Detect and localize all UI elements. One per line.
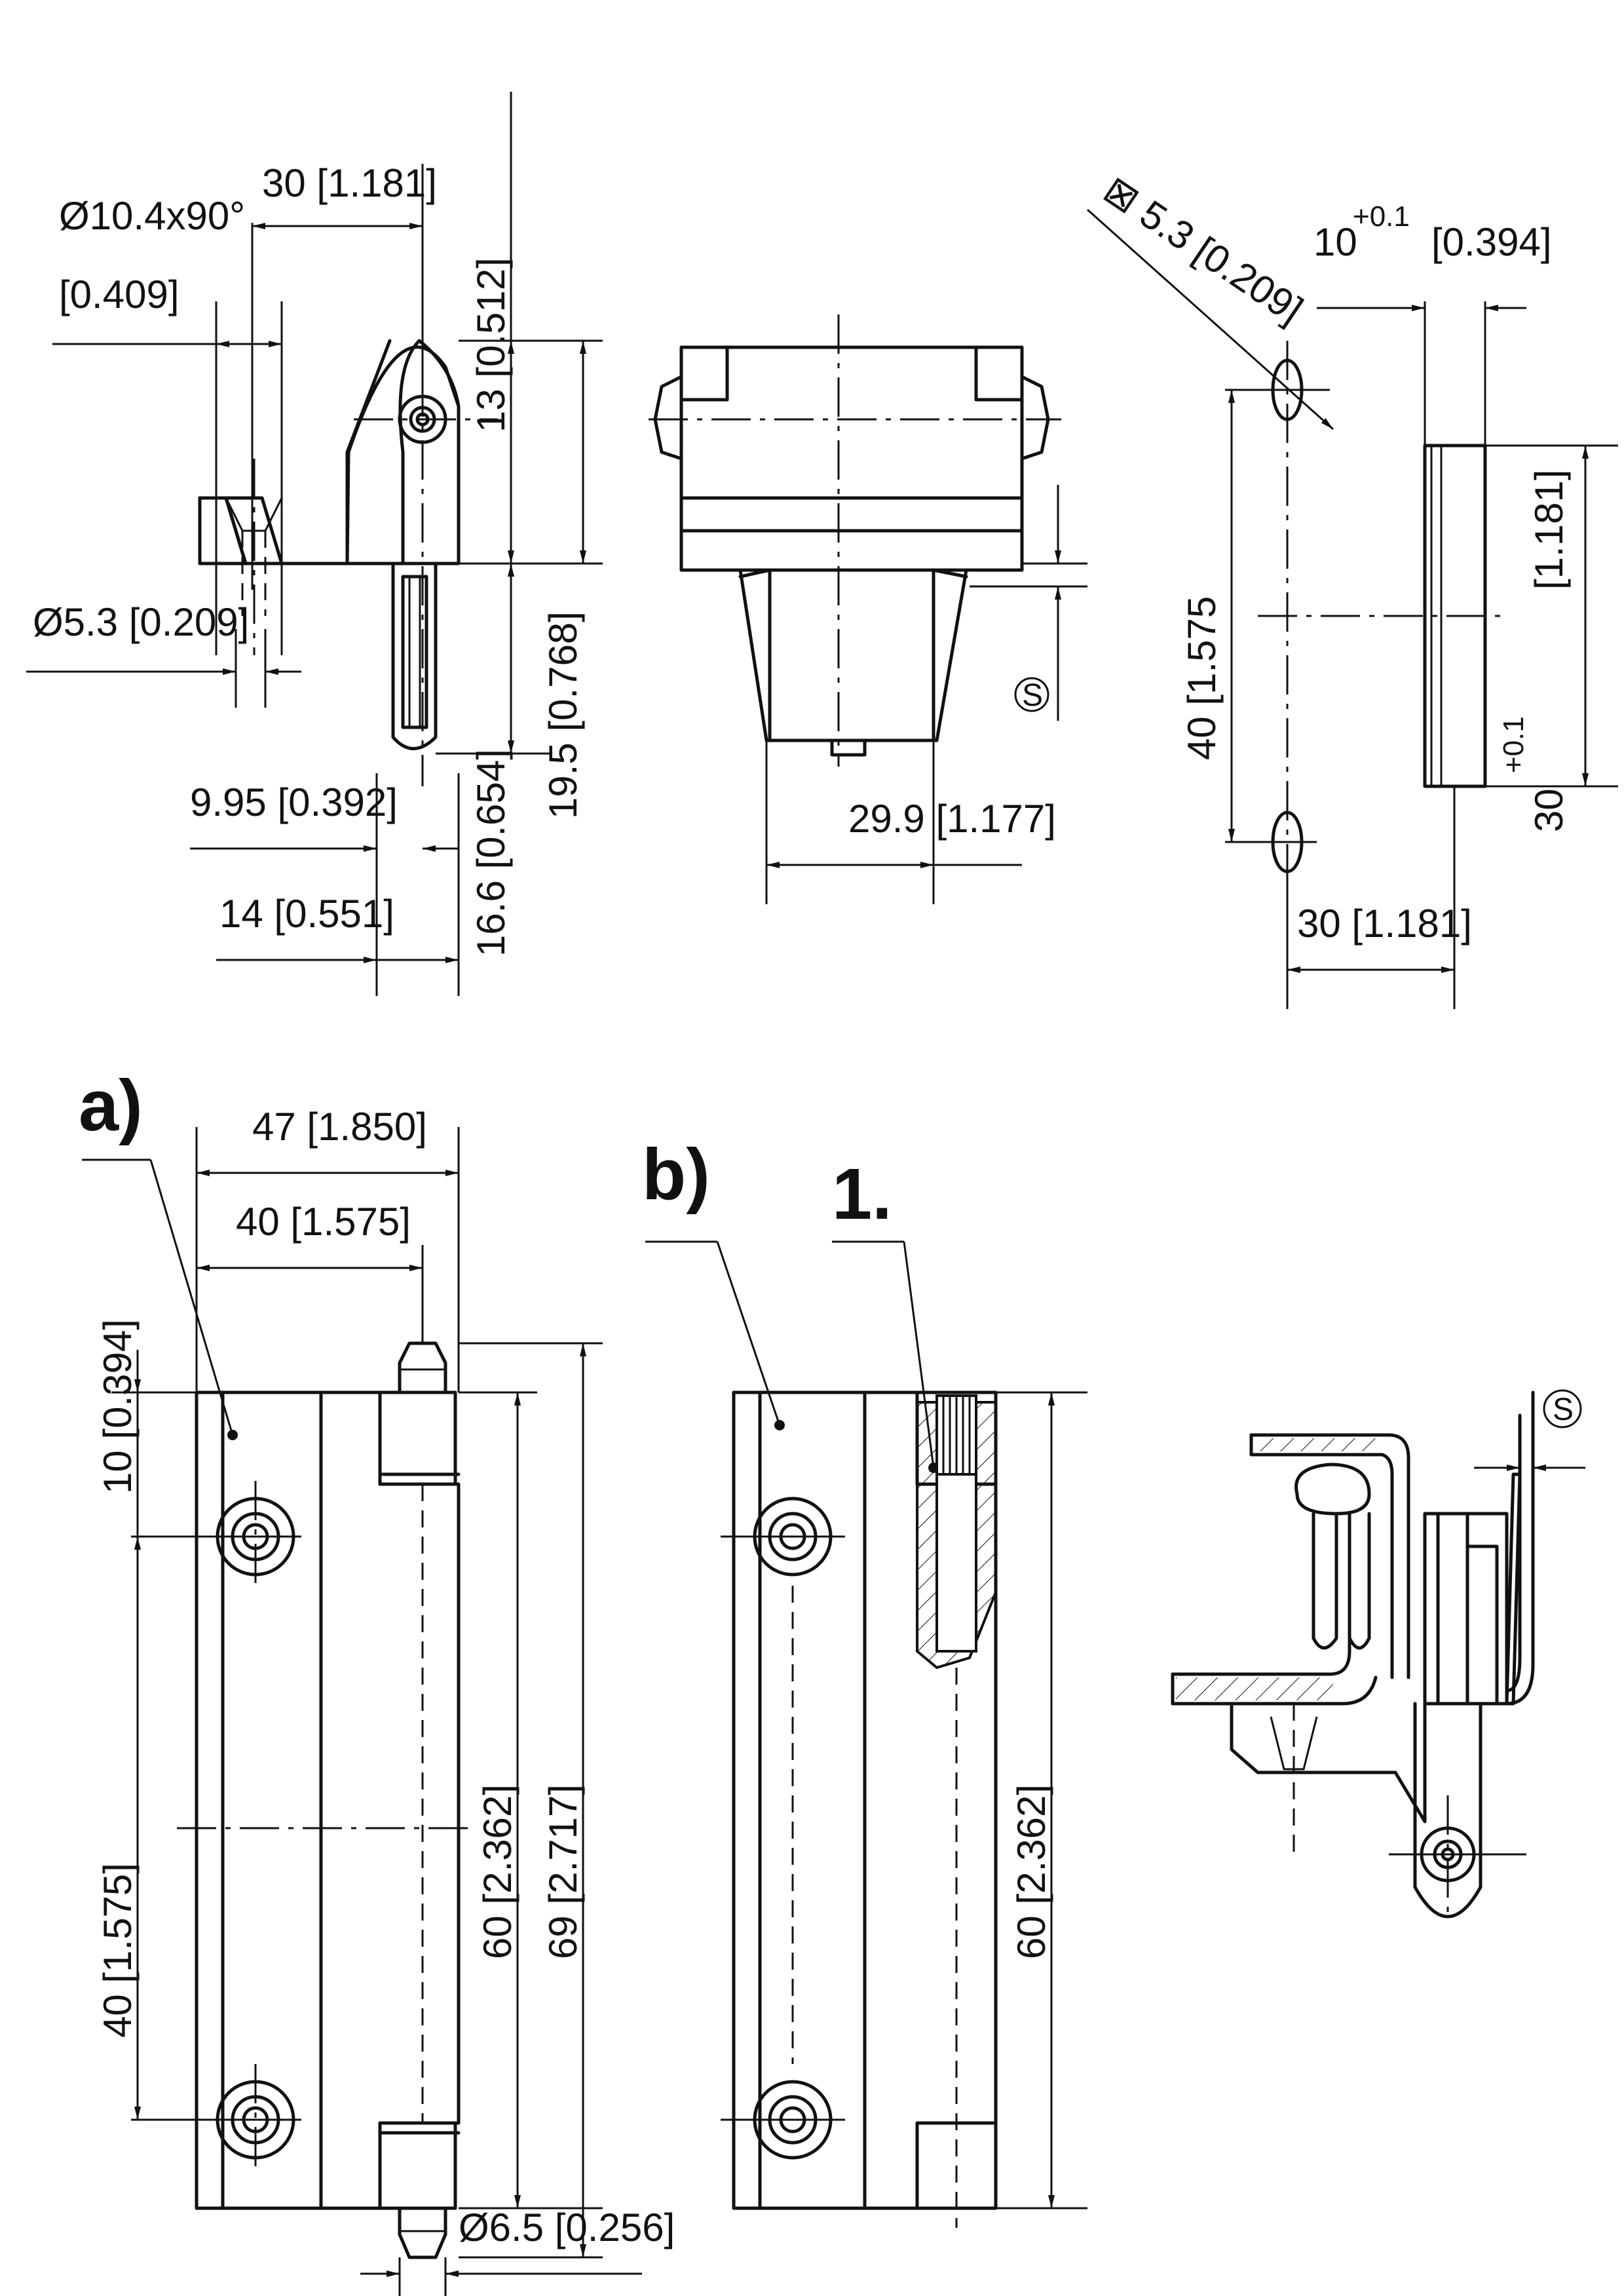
dim-19-5: 19.5 [0.768] <box>541 611 585 819</box>
dim-30-h-tol: +0.1 <box>1498 716 1530 773</box>
dim-69: 69 [2.717] <box>541 1784 585 1959</box>
label-b: b) <box>642 1134 710 1215</box>
dim-pin-dia: Ø6.5 [0.256] <box>459 2206 675 2249</box>
dim-47: 47 [1.850] <box>252 1105 427 1149</box>
dim-edge-10: 10 [0.394] <box>96 1319 140 1494</box>
view-b: b) 1. <box>642 1134 1087 2228</box>
section-view: S <box>1171 1389 1585 1919</box>
section-gap-symbol: S <box>1553 1392 1574 1427</box>
dim-pitch-40: 40 [1.575 <box>1180 596 1224 760</box>
dim-countersink: Ø10.4x90° <box>59 194 245 238</box>
label-detail-1: 1. <box>832 1154 892 1234</box>
side-view: 30 [1.181] Ø10.4x90° [0.409] Ø5.3 [0.209… <box>26 92 603 996</box>
dim-square-hole: ⊠ 5.3 [0.209] <box>1096 167 1311 332</box>
dim-29-9: 29.9 [1.177] <box>848 797 1056 841</box>
dim-13: 13 [0.512] <box>469 258 513 432</box>
label-a: a) <box>79 1065 143 1146</box>
dim-30-h: 30 <box>1527 788 1571 832</box>
front-gap-symbol: S <box>1022 678 1043 713</box>
cutout-view: ⊠ 5.3 [0.209] 10 +0.1 [0.394] 40 [1.575 … <box>1087 167 1618 1009</box>
dim-pitch-40-a: 40 [1.575] <box>96 1863 140 2038</box>
dim-60-b: 60 [2.362] <box>1010 1784 1053 1959</box>
dim-40-w: 40 [1.575] <box>236 1200 411 1244</box>
dim-countersink-inch: [0.409] <box>59 273 179 316</box>
dim-60-a: 60 [2.362] <box>476 1784 519 1959</box>
dim-hole: Ø5.3 [0.209] <box>33 600 249 644</box>
dim-9-95: 9.95 [0.392] <box>190 780 398 824</box>
dim-10-inch: [0.394] <box>1431 220 1552 264</box>
dim-30: 30 [1.181] <box>262 161 437 205</box>
dim-10: 10 <box>1313 220 1357 264</box>
dim-10-tol: +0.1 <box>1353 201 1410 233</box>
dim-16-6: 16.6 [0.654] <box>469 749 513 957</box>
dim-14: 14 [0.551] <box>219 892 394 936</box>
dim-30-h-inch: [1.181] <box>1527 470 1571 590</box>
view-a: a) 47 [1.850] <box>79 1065 675 2296</box>
dim-30-offset: 30 [1.181] <box>1297 902 1472 946</box>
front-view: S 29.9 [1.177] <box>649 315 1087 904</box>
